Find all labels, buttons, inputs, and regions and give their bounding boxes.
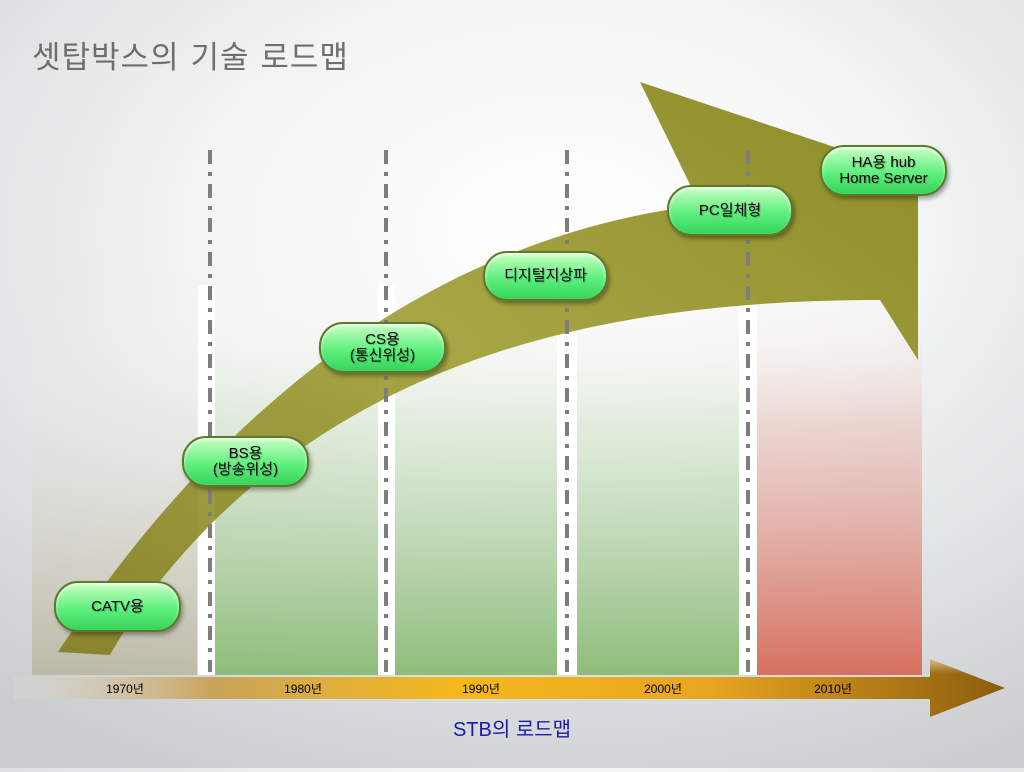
milestone-line: CS용 <box>365 330 400 348</box>
band-2000s <box>577 285 739 675</box>
milestone-digital-terrestrial: 디지털지상파 <box>483 251 608 301</box>
year-label-1980: 1980년 <box>284 682 322 696</box>
year-label-1990: 1990년 <box>462 682 500 696</box>
year-label-1970: 1970년 <box>106 682 144 696</box>
milestone-line: (통신위성) <box>349 346 416 364</box>
page-title: 셋탑박스의 기술 로드맵 <box>32 40 349 76</box>
year-label-2010: 2010년 <box>814 682 852 696</box>
milestone-catv: CATV용 <box>54 581 181 632</box>
milestone-bs: BS용 (방송위성) <box>182 436 309 487</box>
milestone-line: BS용 <box>228 444 263 462</box>
milestone-line: CATV용 <box>91 597 144 615</box>
milestone-line: HA용 hub <box>851 153 916 171</box>
year-label-2000: 2000년 <box>644 682 682 696</box>
milestone-line: Home Server <box>839 169 928 187</box>
milestone-line: 디지털지상파 <box>504 267 587 284</box>
milestone-pc-integrated: PC일체형 <box>667 185 793 236</box>
milestone-ha-hub: HA용 hub Home Server <box>820 145 947 196</box>
milestone-line: (방송위성) <box>212 460 279 478</box>
diagram-caption: STB의 로드맵 <box>452 719 572 741</box>
milestone-cs: CS용 (통신위성) <box>319 322 446 373</box>
band-2010s <box>757 285 922 675</box>
milestone-line: PC일체형 <box>698 201 762 219</box>
timeline-shine <box>14 659 1005 688</box>
period-dividers <box>208 150 750 672</box>
